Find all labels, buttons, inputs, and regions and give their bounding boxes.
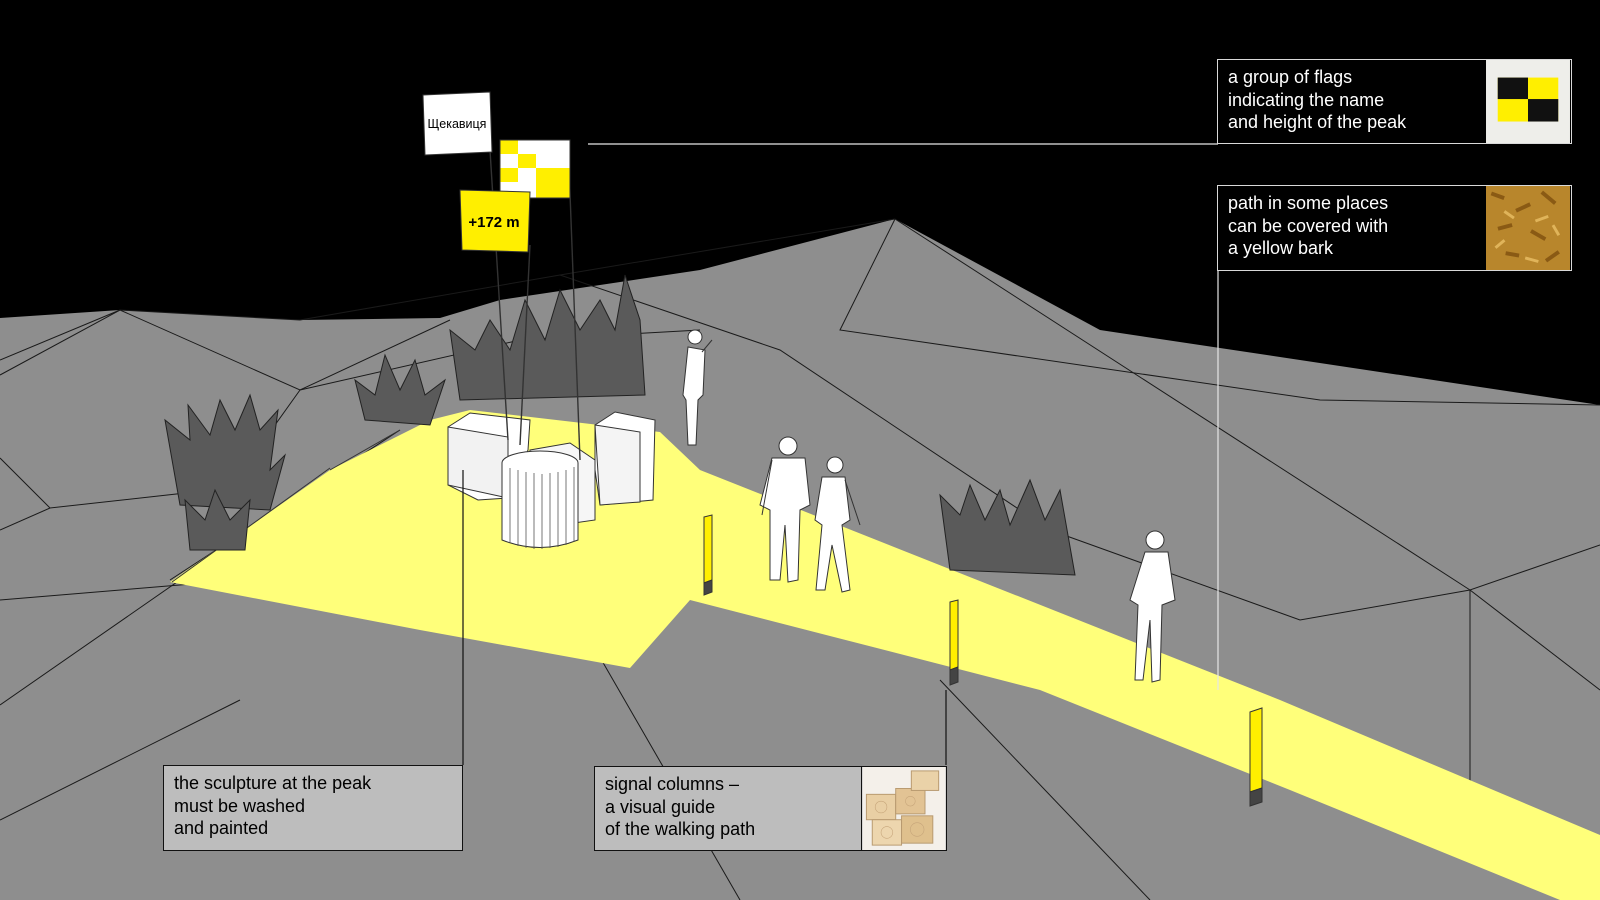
columns-callout-line-2: a visual guide — [605, 796, 716, 817]
flags-callout: a group of flags indicating the name and… — [1217, 59, 1572, 144]
columns-callout-line-3: of the walking path — [605, 819, 756, 839]
sculpture-callout-line-1: the sculpture at the peak — [174, 773, 372, 793]
peak-sculpture — [447, 411, 656, 549]
person-walking-woman — [814, 456, 861, 593]
name-flag-text: Щекавиця — [428, 117, 487, 131]
height-flag-text: +172 m — [468, 214, 519, 231]
grass-plants — [164, 274, 1076, 576]
columns-callout-line-1: signal columns – — [605, 774, 740, 794]
sculpture-callout: the sculpture at the peak must be washed… — [163, 765, 463, 851]
checkered-flag-photo-icon — [1485, 60, 1571, 143]
bark-callout-line-3: a yellow bark — [1228, 238, 1334, 258]
callout-leader-lines — [588, 143, 1219, 690]
callout-leader-lines-dark — [462, 470, 947, 765]
timber-beams-photo-icon — [861, 767, 946, 850]
people-figures — [682, 329, 1176, 683]
sculpture-callout-line-3: and painted — [174, 818, 269, 838]
signal-columns — [703, 514, 1263, 807]
person-drinking — [682, 329, 713, 446]
bark-callout-line-1: path in some places — [1228, 193, 1389, 213]
flags-callout-line-1: a group of flags — [1228, 67, 1353, 87]
bark-callout-line-2: can be covered with — [1228, 215, 1389, 236]
sculpture-callout-line-2: must be washed — [174, 795, 306, 816]
columns-callout: signal columns – a visual guide of the w… — [594, 766, 947, 851]
wood-bark-photo-icon — [1485, 186, 1571, 270]
flags-callout-line-3: and height of the peak — [1228, 112, 1407, 132]
height-flag: +172 m — [459, 189, 531, 253]
flags-callout-line-2: indicating the name — [1228, 89, 1385, 110]
person-with-phone — [1129, 530, 1176, 683]
bark-callout: path in some places can be covered with … — [1217, 185, 1572, 271]
checkered-flag — [499, 139, 571, 199]
name-flag: Щекавиця — [422, 91, 493, 156]
person-walking-man — [759, 436, 811, 583]
